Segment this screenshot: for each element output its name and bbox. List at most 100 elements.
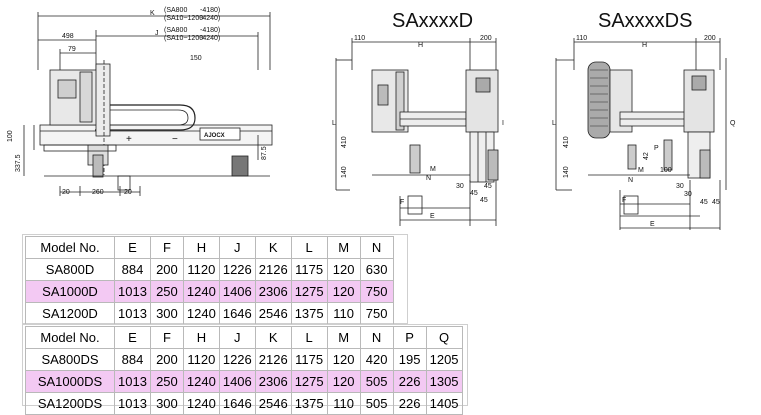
column-header: M <box>326 326 361 349</box>
value-cell: 750 <box>359 280 394 303</box>
column-header: N <box>359 326 394 349</box>
value-cell: 226 <box>392 392 427 415</box>
dim-j-note2: (SA10~1200 <box>164 35 203 42</box>
value-cell: 1405 <box>425 392 463 415</box>
value-cell: 1240 <box>182 370 220 393</box>
dim-260: 260 <box>92 189 104 196</box>
dim-j-note2b: -4240) <box>200 35 220 42</box>
value-cell: 1275 <box>290 280 328 303</box>
d-dim-n: N <box>426 175 431 182</box>
ds-dim-q: Q <box>730 120 736 127</box>
value-cell: 200 <box>149 348 184 371</box>
value-cell: 226 <box>392 370 427 393</box>
model-cell: SA1000DS <box>25 370 115 393</box>
column-header: E <box>114 236 151 259</box>
value-cell: 505 <box>359 392 394 415</box>
dim-100: 100 <box>7 130 14 142</box>
model-cell: SA1200DS <box>25 392 115 415</box>
column-header: P <box>392 326 427 349</box>
d-dim-i: I <box>502 120 504 127</box>
column-header: L <box>290 326 328 349</box>
value-cell: 250 <box>149 370 184 393</box>
ds-dim-p: P <box>654 145 659 152</box>
d-dim-45a: 45 <box>470 190 478 197</box>
value-cell: 1646 <box>218 302 256 325</box>
value-cell: 200 <box>149 258 184 281</box>
dim-20a: 20 <box>62 189 70 196</box>
ds-dim-410: 410 <box>563 136 570 148</box>
d-dim-140: 140 <box>341 166 348 178</box>
dim-337-5: 337.5 <box>15 154 22 172</box>
column-header: Model No. <box>25 326 115 349</box>
ds-dim-30b: 30 <box>684 191 692 198</box>
dim-150: 150 <box>190 55 202 62</box>
value-cell: 1226 <box>218 258 256 281</box>
ds-dim-n: N <box>628 177 633 184</box>
d-dim-30: 30 <box>456 183 464 190</box>
value-cell: 1013 <box>114 370 151 393</box>
value-cell: 120 <box>326 258 361 281</box>
dim-79: 79 <box>68 46 76 53</box>
value-cell: 1120 <box>182 258 220 281</box>
ds-dim-f: F <box>622 197 626 204</box>
value-cell: 300 <box>149 392 184 415</box>
model-cell: SA1200D <box>25 302 115 325</box>
column-header: Q <box>425 326 463 349</box>
ds-dim-l: L <box>552 120 556 127</box>
dim-87-5: 87.5 <box>261 146 268 160</box>
dim-k-note1: (SA800 <box>164 7 187 14</box>
ds-dim-30: 30 <box>676 183 684 190</box>
column-header: L <box>290 236 328 259</box>
value-cell: 1305 <box>425 370 463 393</box>
dim-k-note1b: -4180) <box>200 7 220 14</box>
side-view-drawing <box>23 12 273 196</box>
column-header: F <box>149 236 184 259</box>
ds-dim-100: 100 <box>660 167 672 174</box>
dim-j-label: J <box>155 30 159 37</box>
d-dim-200: 200 <box>480 35 492 42</box>
d-dim-f: F <box>400 199 404 206</box>
value-cell: 1646 <box>218 392 256 415</box>
column-header: K <box>254 326 292 349</box>
value-cell: 1175 <box>290 348 328 371</box>
value-cell: 2546 <box>254 392 292 415</box>
ds-dim-e: E <box>650 221 655 228</box>
value-cell: 630 <box>359 258 394 281</box>
value-cell: 884 <box>114 348 151 371</box>
value-cell: 2306 <box>254 280 292 303</box>
value-cell: 110 <box>326 302 361 325</box>
value-cell: 1120 <box>182 348 220 371</box>
value-cell: 750 <box>359 302 394 325</box>
ds-dim-200: 200 <box>704 35 716 42</box>
d-dim-h: H <box>418 42 423 49</box>
front-view-d-drawing <box>335 38 499 226</box>
ds-dim-140: 140 <box>563 166 570 178</box>
value-cell: 1406 <box>218 280 256 303</box>
model-cell: SA800D <box>25 258 115 281</box>
value-cell: 195 <box>392 348 427 371</box>
column-header: J <box>218 236 256 259</box>
value-cell: 1013 <box>114 302 151 325</box>
brand-label: AJOCX <box>204 133 225 139</box>
dim-k-note2: (SA10~1200 <box>164 15 203 22</box>
d-dim-m: M <box>430 166 436 173</box>
d-dim-45b: 45 <box>480 197 488 204</box>
column-header: F <box>149 326 184 349</box>
minus-sign: − <box>172 134 178 145</box>
ds-dim-45a: 45 <box>700 199 708 206</box>
column-header: E <box>114 326 151 349</box>
dim-20b: 20 <box>124 189 132 196</box>
value-cell: 884 <box>114 258 151 281</box>
title-saxxxxd: SAxxxxD <box>392 10 474 32</box>
d-dim-410: 410 <box>341 136 348 148</box>
value-cell: 1013 <box>114 280 151 303</box>
model-cell: SA1000D <box>25 280 115 303</box>
